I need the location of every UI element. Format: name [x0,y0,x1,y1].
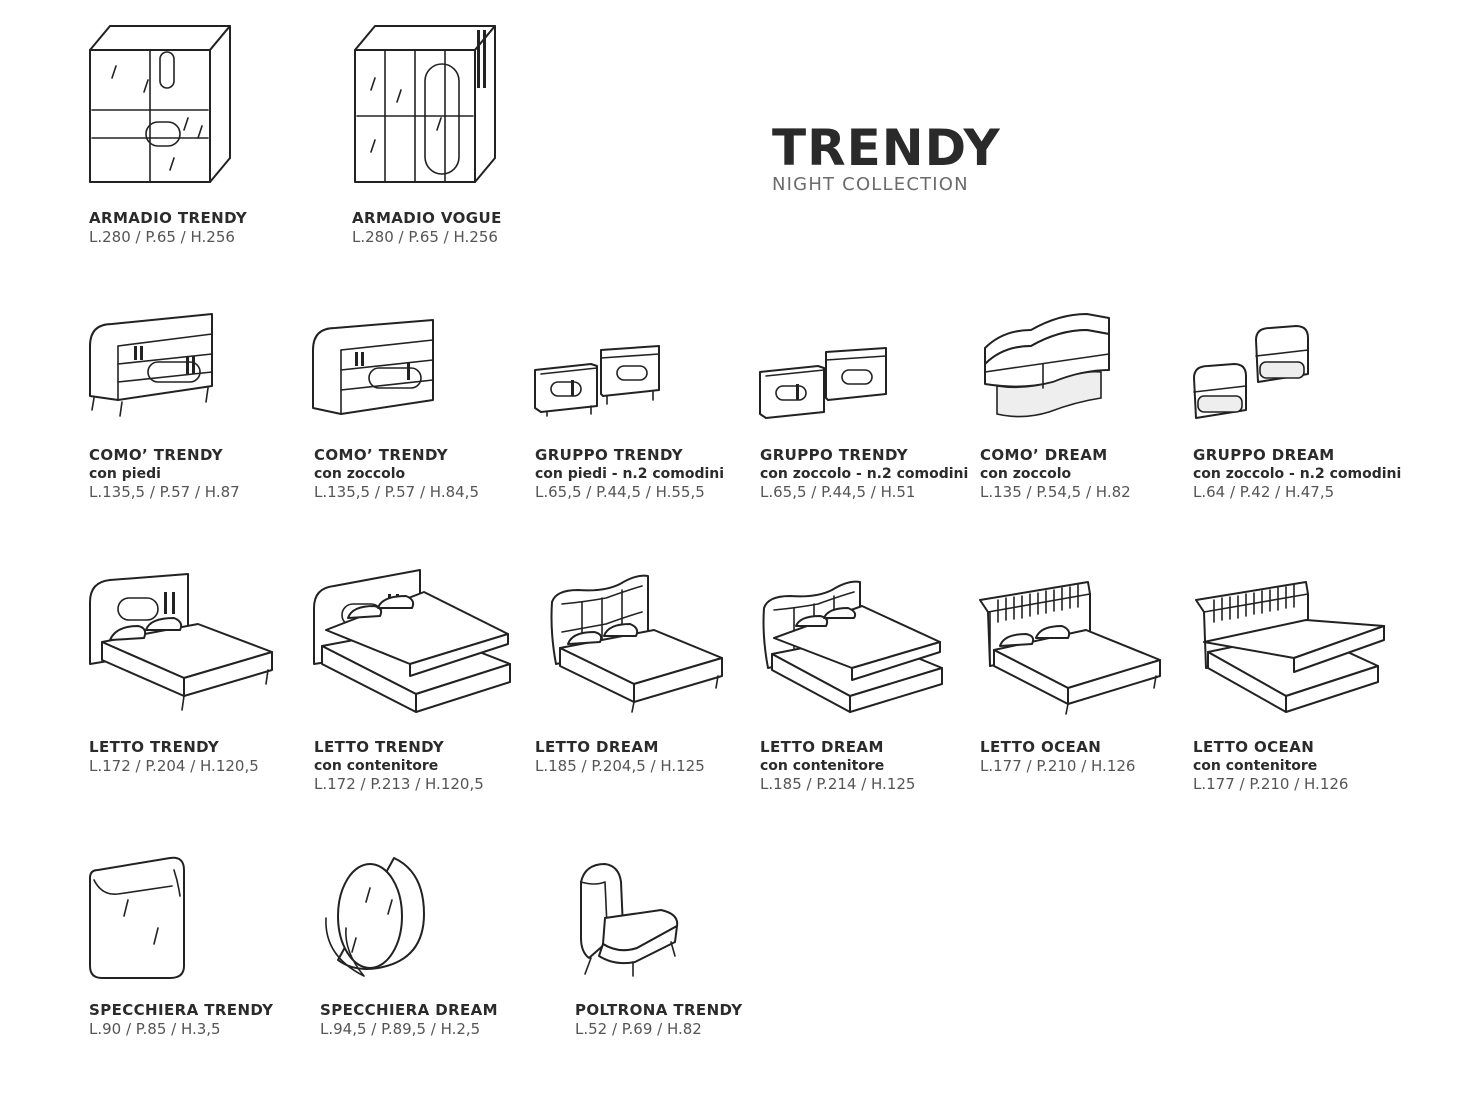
product-variant: con zoccolo [980,466,1072,482]
mirror-trendy-illustration [88,856,188,982]
product-dimensions: L.172 / P.204 / H.120,5 [89,757,259,775]
dresser-plinth-illustration [311,314,437,418]
mirror-dream-illustration [324,856,428,980]
caption: GRUPPO TRENDY con piedi - n.2 comodini L… [535,446,724,501]
headboard-ribs [998,585,1078,622]
product-variant: con contenitore [314,758,439,774]
product-dimensions: L.65,5 / P.44,5 / H.51 [760,483,916,501]
product-variant: con piedi - n.2 comodini [535,466,725,482]
product-dimensions: L.185 / P.214 / H.125 [760,775,916,793]
product-name: LETTO DREAM [760,738,884,756]
caption: COMO’ DREAM con zoccolo L.135 / P.54,5 /… [980,446,1131,501]
caption: LETTO OCEAN L.177 / P.210 / H.126 [980,738,1135,775]
caption: LETTO TRENDY con contenitore L.172 / P.2… [314,738,484,793]
caption: COMO’ TRENDY con piedi L.135,5 / P.57 / … [89,446,240,501]
product-dimensions: L.177 / P.210 / H.126 [1193,775,1349,793]
wardrobe-vogue-illustration [353,18,498,188]
product-name: ARMADIO TRENDY [89,209,248,227]
product-dimensions: L.172 / P.213 / H.120,5 [314,775,484,793]
product-name: SPECCHIERA TRENDY [89,1001,274,1019]
product-name: SPECCHIERA DREAM [320,1001,499,1019]
product-name: POLTRONA TRENDY [575,1001,743,1019]
product-dimensions: L.185 / P.204,5 / H.125 [535,757,705,775]
product-name: LETTO OCEAN [980,738,1102,756]
caption: ARMADIO TRENDY L.280 / P.65 / H.256 [89,209,247,246]
bed-dream-illustration [548,572,724,716]
product-variant: con contenitore [1193,758,1318,774]
product-dimensions: L.177 / P.210 / H.126 [980,757,1136,775]
product-dimensions: L.64 / P.42 / H.47,5 [1193,483,1335,501]
product-name: LETTO TRENDY [89,738,220,756]
caption: LETTO OCEAN con contenitore L.177 / P.21… [1193,738,1348,793]
product-dimensions: L.280 / P.65 / H.256 [352,228,498,246]
caption: POLTRONA TRENDY L.52 / P.69 / H.82 [575,1001,743,1038]
bed-ocean-storage-illustration [1194,576,1386,716]
wardrobe-trendy-illustration [88,18,233,188]
product-dimensions: L.65,5 / P.44,5 / H.55,5 [535,483,705,501]
product-name: COMO’ DREAM [980,446,1108,464]
collection-title: TRENDY [772,119,1001,177]
caption: GRUPPO DREAM con zoccolo - n.2 comodini … [1193,446,1401,501]
dresser-legs-illustration [88,306,218,420]
product-name: COMO’ TRENDY [314,446,448,464]
caption: ARMADIO VOGUE L.280 / P.65 / H.256 [352,209,502,246]
headboard-ribs [1214,585,1294,622]
product-dimensions: L.135,5 / P.57 / H.87 [89,483,240,501]
caption: COMO’ TRENDY con zoccolo L.135,5 / P.57 … [314,446,479,501]
product-name: LETTO OCEAN [1193,738,1315,756]
caption: LETTO DREAM con contenitore L.185 / P.21… [760,738,915,793]
product-dimensions: L.52 / P.69 / H.82 [575,1020,702,1038]
product-variant: con zoccolo [314,466,406,482]
product-name: LETTO DREAM [535,738,659,756]
product-name: COMO’ TRENDY [89,446,223,464]
bed-ocean-illustration [978,576,1162,716]
product-name: GRUPPO TRENDY [760,446,909,464]
dresser-dream-illustration [983,310,1113,422]
product-variant: con zoccolo - n.2 comodini [760,466,969,482]
nightstands-legs-illustration [533,344,665,416]
product-dimensions: L.90 / P.85 / H.3,5 [89,1020,221,1038]
caption: LETTO TRENDY L.172 / P.204 / H.120,5 [89,738,259,775]
product-name: GRUPPO TRENDY [535,446,684,464]
caption: GRUPPO TRENDY con zoccolo - n.2 comodini… [760,446,968,501]
caption: SPECCHIERA DREAM L.94,5 / P.89,5 / H.2,5 [320,1001,498,1038]
product-variant: con contenitore [760,758,885,774]
caption: LETTO DREAM L.185 / P.204,5 / H.125 [535,738,705,775]
product-dimensions: L.94,5 / P.89,5 / H.2,5 [320,1020,481,1038]
nightstands-dream-illustration [1192,322,1314,422]
product-dimensions: L.135,5 / P.57 / H.84,5 [314,483,479,501]
bed-trendy-illustration [88,568,274,716]
product-name: ARMADIO VOGUE [352,209,502,227]
product-dimensions: L.135 / P.54,5 / H.82 [980,483,1131,501]
armchair-illustration [575,862,687,978]
product-variant: con zoccolo - n.2 comodini [1193,466,1402,482]
collection-subtitle: NIGHT COLLECTION [772,174,969,195]
nightstands-plinth-illustration [758,346,890,420]
product-name: LETTO TRENDY [314,738,445,756]
bed-dream-storage-illustration [760,576,944,716]
product-variant: con piedi [89,466,161,482]
bed-trendy-storage-illustration [312,568,512,716]
product-name: GRUPPO DREAM [1193,446,1335,464]
caption: SPECCHIERA TRENDY L.90 / P.85 / H.3,5 [89,1001,273,1038]
product-dimensions: L.280 / P.65 / H.256 [89,228,235,246]
collection-header: TRENDY NIGHT COLLECTION [772,120,1001,195]
